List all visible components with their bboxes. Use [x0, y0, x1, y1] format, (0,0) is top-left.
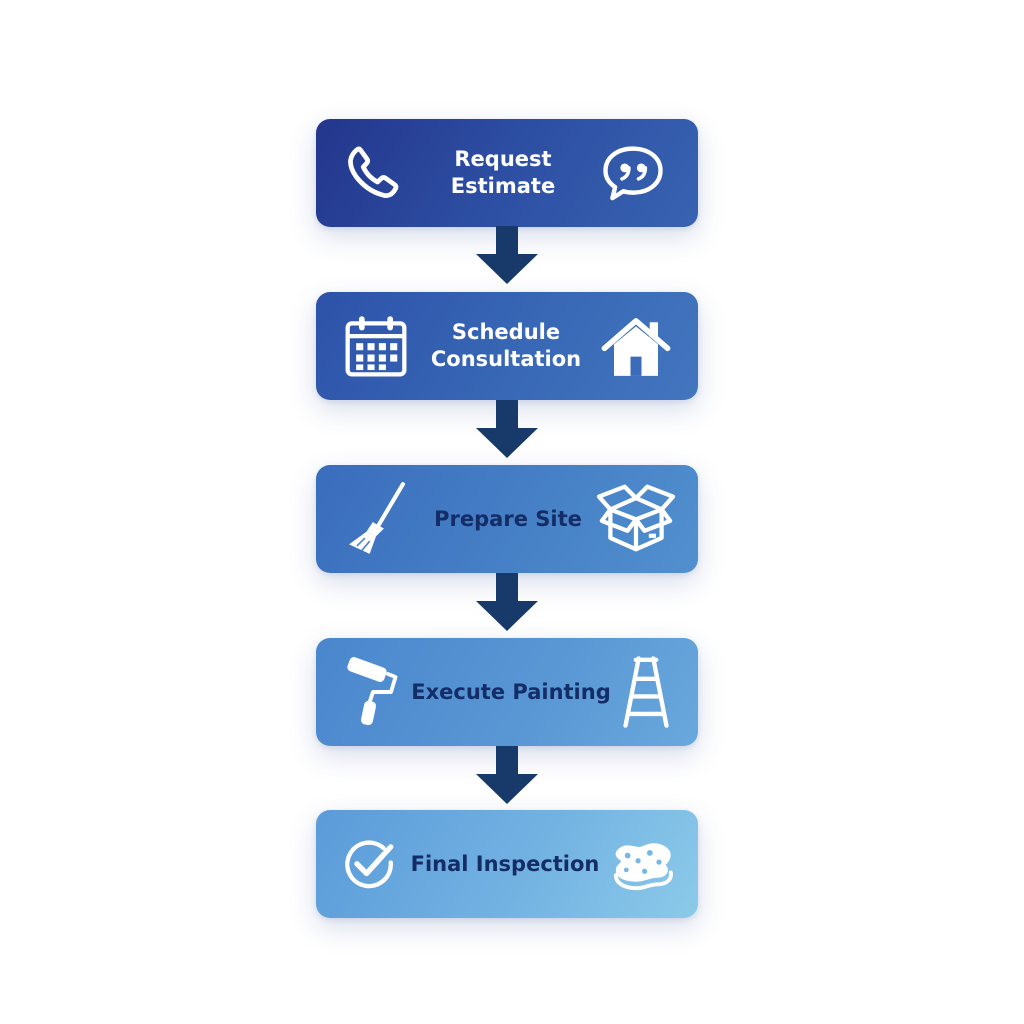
- step-request-estimate: Request Estimate: [316, 119, 698, 227]
- step-label-text: Final Inspection: [410, 851, 600, 876]
- open-box-icon: [596, 484, 676, 552]
- check-circle-icon: [345, 840, 394, 889]
- step-label: Schedule Consultation: [420, 292, 592, 400]
- sponge-icon: [613, 843, 673, 891]
- phone-icon: [348, 146, 399, 198]
- step-label-text: Prepare Site: [434, 506, 582, 531]
- flow-arrow-icon: [476, 226, 538, 284]
- flow-arrow-icon: [476, 746, 538, 804]
- ladder-icon: [623, 656, 669, 728]
- house-icon: [601, 318, 671, 376]
- step-prepare-site: Prepare Site: [316, 465, 698, 573]
- step-label-line-1: Schedule: [451, 320, 561, 344]
- broom-icon: [349, 482, 405, 554]
- step-final-inspection: Final Inspection: [316, 810, 698, 918]
- paint-roller-icon: [347, 657, 398, 726]
- step-label: Request Estimate: [420, 119, 586, 227]
- step-execute-painting: Execute Painting: [316, 638, 698, 746]
- step-label-line-1: Request: [454, 147, 552, 171]
- step-label: Final Inspection: [404, 810, 606, 918]
- flow-arrow-icon: [476, 573, 538, 631]
- flow-arrow-icon: [476, 400, 538, 458]
- step-label-line-2: Consultation: [430, 347, 582, 371]
- calendar-icon: [345, 316, 407, 377]
- step-label-text: Execute Painting: [411, 679, 611, 704]
- step-label: Prepare Site: [420, 465, 596, 573]
- step-schedule-consultation: Schedule Consultation: [316, 292, 698, 400]
- speech-bubble-quote-icon: [603, 146, 663, 201]
- step-label-line-2: Estimate: [450, 174, 556, 198]
- step-label: Execute Painting: [408, 638, 614, 746]
